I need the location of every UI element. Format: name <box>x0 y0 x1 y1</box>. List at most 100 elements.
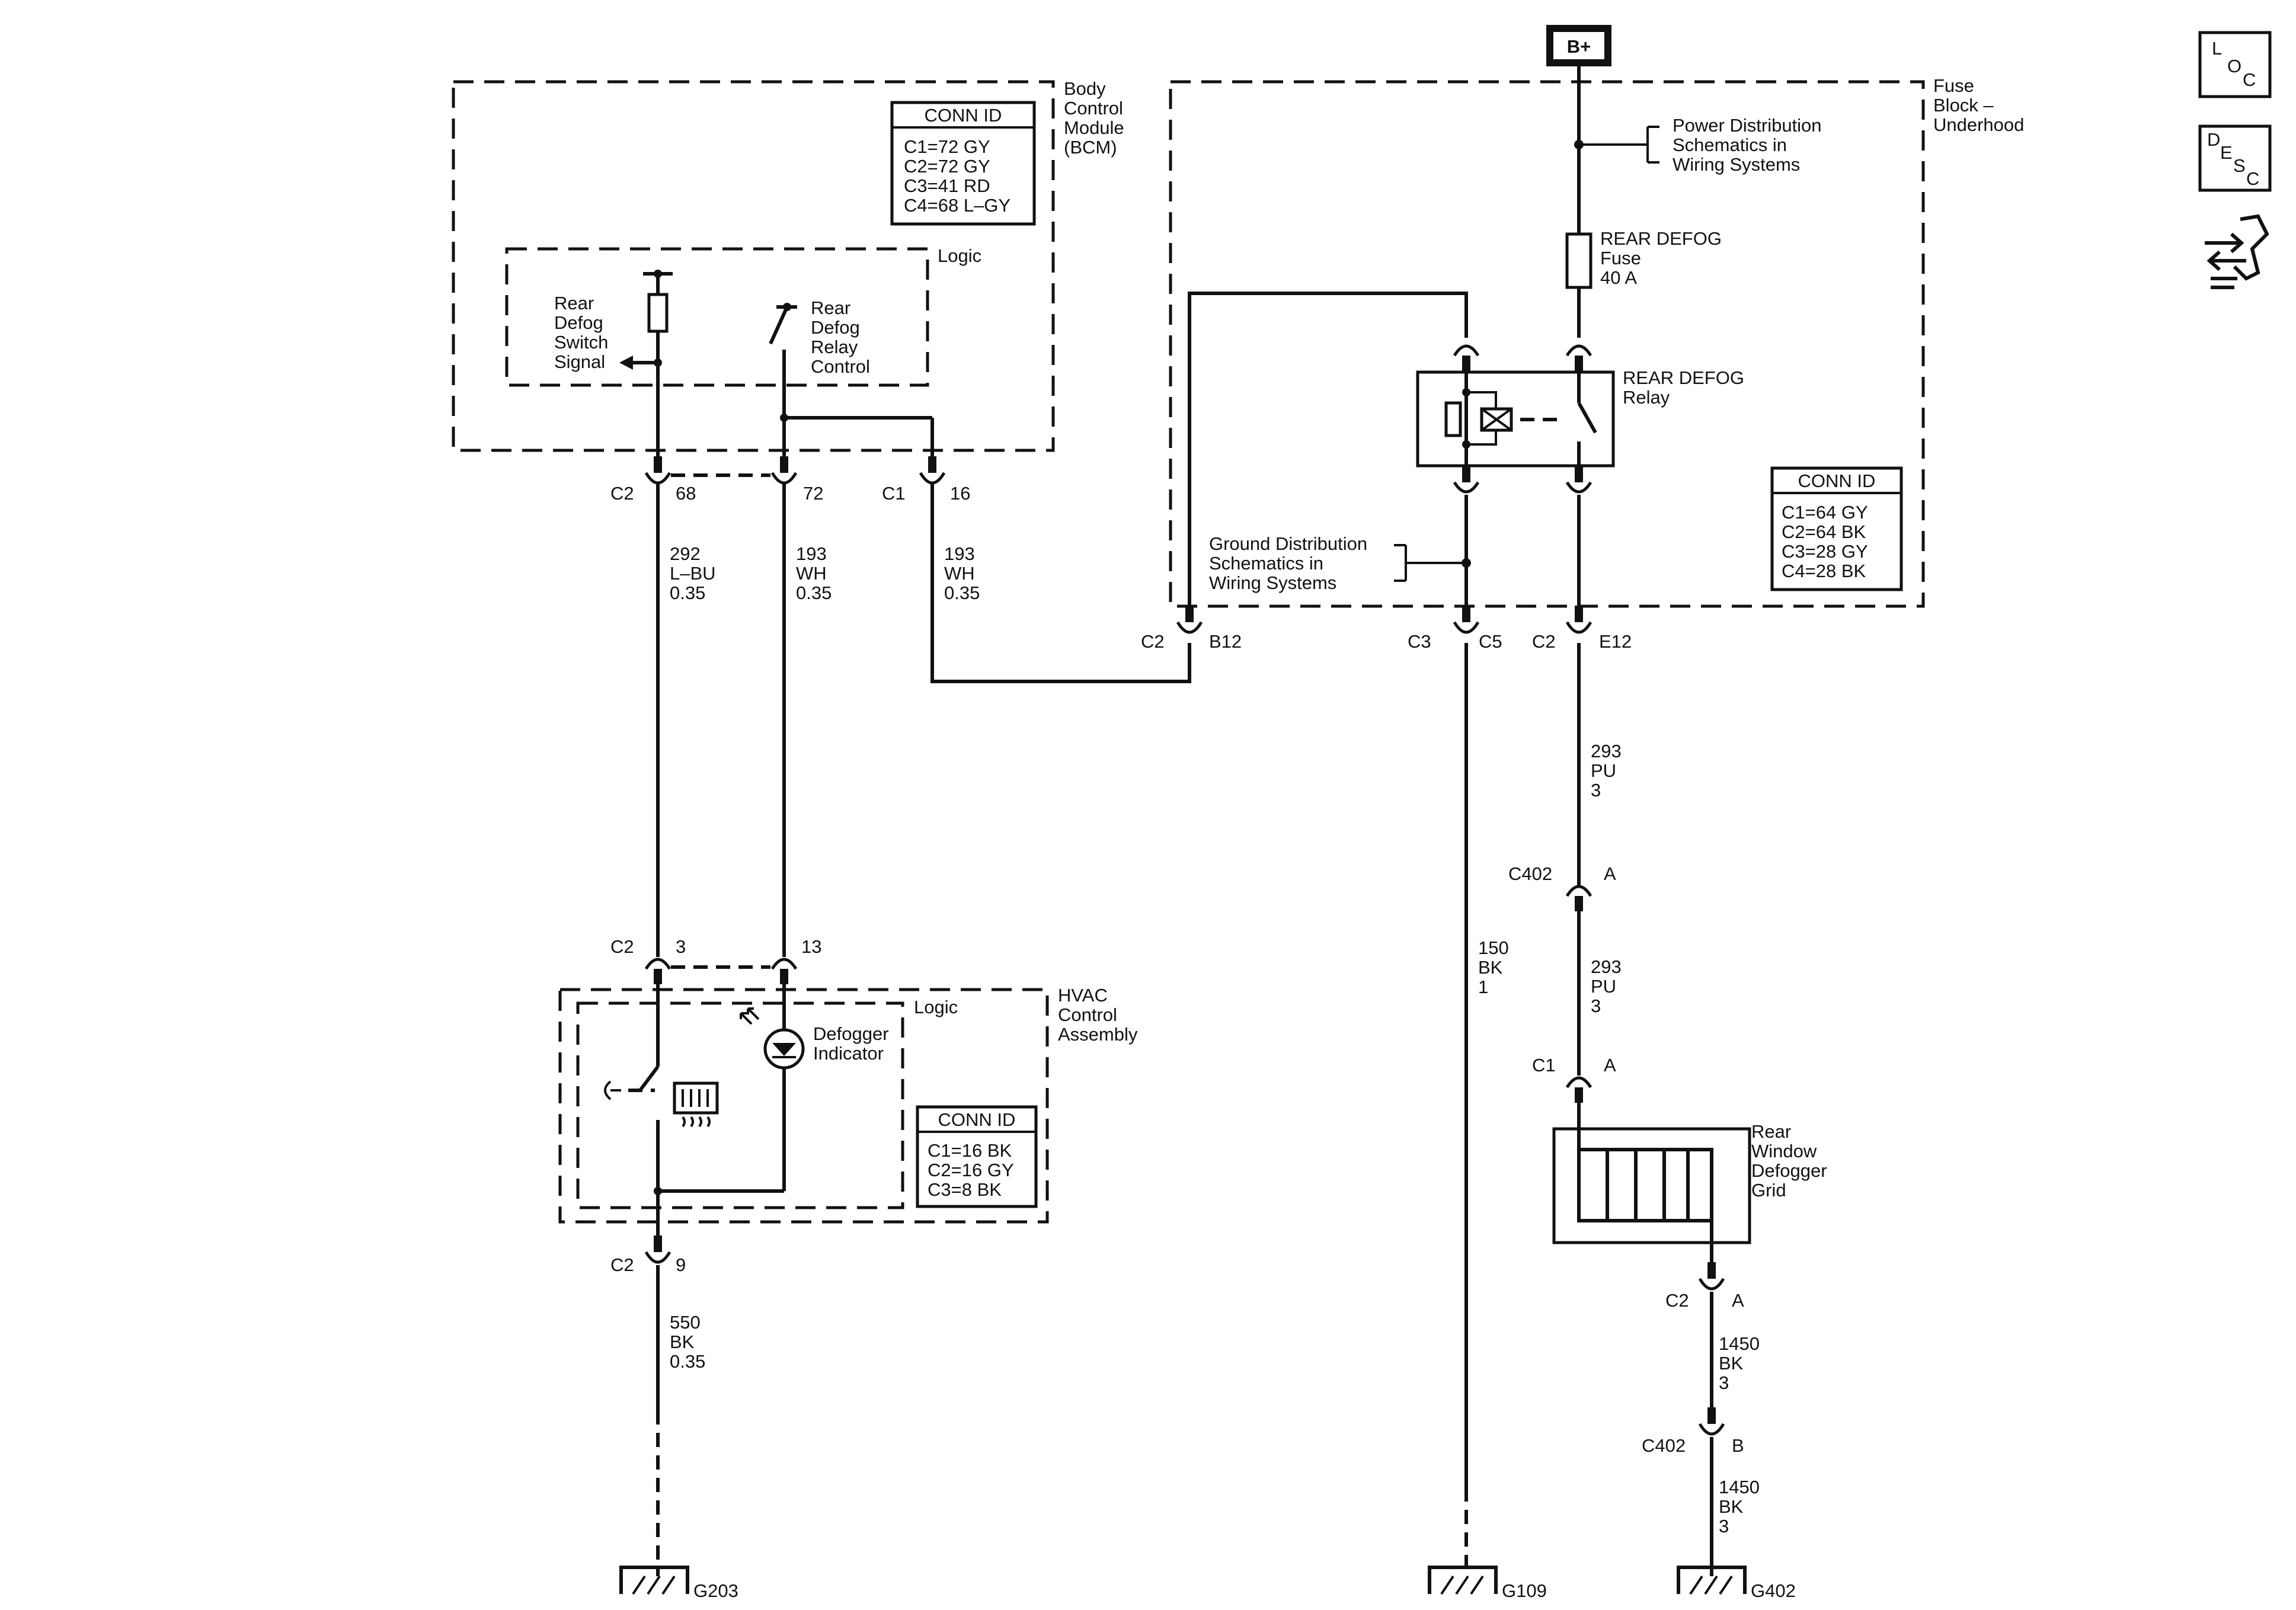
wire-550-gauge: 0.35 <box>670 1351 705 1372</box>
hvac-connector-c2-bottom: C2 9 <box>610 1235 686 1275</box>
bcm-conn-id-c4: C4=68 L–GY <box>904 195 1011 216</box>
fuse-block-underhood: Fuse Block – Underhood Power Distributio… <box>1169 66 2024 608</box>
bcm-logic-box: Logic <box>505 245 981 387</box>
fuse-block-title-3: Underhood <box>1933 114 2024 135</box>
grid-connector-c1: C1 A <box>1532 1055 1616 1103</box>
bcm-title-1: Body <box>1064 78 1106 99</box>
hvac-pin-9: 9 <box>676 1254 686 1275</box>
fuse-block-title-2: Block – <box>1933 95 1994 116</box>
grid-connector-c2: C2 A <box>1665 1262 1744 1311</box>
power-ref-line-3: Wiring Systems <box>1673 154 1800 175</box>
fuse-block-conn-id-title: CONN ID <box>1798 470 1876 491</box>
grid-label-1: Rear <box>1751 1121 1791 1142</box>
rear-defog-switch-signal: Rear Defog Switch Signal <box>554 270 673 465</box>
switch-signal-label-1: Rear <box>554 293 594 313</box>
bcm-conn-id-c3: C3=41 RD <box>904 175 990 196</box>
desc-icon[interactable]: D E S C <box>2198 124 2272 192</box>
c402-connector-a: C402 A <box>1508 863 1616 911</box>
wire-292-circuit: 292 <box>670 543 701 564</box>
fuse-block-conn-id-c1: C1=64 GY <box>1782 502 1868 523</box>
wire-1450b-gauge: 3 <box>1719 1516 1729 1537</box>
hvac-pin-13: 13 <box>801 936 821 957</box>
switch-signal-label-4: Signal <box>554 351 605 372</box>
grid-c1-pin: A <box>1604 1055 1616 1076</box>
rear-window-defogger-grid: Rear Window Defogger Grid <box>1552 1103 1827 1244</box>
fuse-block-conn-id-c4: C4=28 BK <box>1782 561 1866 581</box>
hvac-control-assembly: Logic HVAC Control Assembly <box>558 984 1138 1235</box>
wire-1450a-circuit: 1450 <box>1719 1333 1760 1354</box>
bcm-title-4: (BCM) <box>1064 137 1117 158</box>
wire-150-label: 150 BK 1 <box>1478 937 1509 997</box>
hvac-conn-id-table: CONN ID C1=16 BK C2=16 GY C3=8 BK <box>916 1105 1038 1208</box>
c402-bottom-pin: B <box>1732 1435 1744 1456</box>
relay-label-1: REAR DEFOG <box>1623 367 1744 388</box>
connector-tool-icon[interactable] <box>2205 214 2269 289</box>
c402-connector-b: C402 B <box>1642 1407 1744 1456</box>
switch-signal-label-3: Switch <box>554 332 608 353</box>
rear-defog-relay: REAR DEFOG Relay <box>1416 367 1744 468</box>
relay-control-label-3: Relay <box>811 337 858 357</box>
g109-label: G109 <box>1502 1580 1547 1601</box>
hvac-conn-id-c2: C2=16 GY <box>928 1160 1014 1180</box>
c402-top-label: C402 <box>1508 863 1552 884</box>
grid-c1-label: C1 <box>1532 1055 1556 1076</box>
grid-label-2: Window <box>1751 1141 1817 1161</box>
fuse-block-conn-id-table: CONN ID C1=64 GY C2=64 BK C3=28 GY C4=28… <box>1770 466 1903 591</box>
fb-c3-label: C3 <box>1408 631 1431 652</box>
fb-c2-right-label: C2 <box>1532 631 1556 652</box>
fuse-block-connector-c5: C3 C5 <box>1408 606 1502 652</box>
wire-1450a-gauge: 3 <box>1719 1372 1729 1393</box>
fb-e12-label: E12 <box>1599 631 1632 652</box>
fuse-block-connector-b12: C2 B12 <box>1141 606 1242 652</box>
fuse-label-1: REAR DEFOG <box>1600 228 1722 249</box>
ground-g109: G109 <box>1428 1566 1547 1601</box>
ground-g402: G402 <box>1677 1566 1796 1601</box>
g402-label: G402 <box>1751 1580 1796 1601</box>
desc-letter-c: C <box>2246 168 2259 189</box>
loc-icon[interactable]: L O C <box>2198 31 2272 98</box>
power-ref-line-1: Power Distribution <box>1673 115 1822 136</box>
bcm-conn-id-c1: C1=72 GY <box>904 136 990 157</box>
bcm-title-2: Control <box>1064 98 1123 119</box>
desc-letter-s: S <box>2233 155 2246 176</box>
fuse-block-connector-e12: C2 E12 <box>1532 606 1632 652</box>
rear-defog-switch <box>604 984 662 1235</box>
switch-signal-label-2: Defog <box>554 312 603 333</box>
g203-label: G203 <box>693 1580 738 1601</box>
indicator-label-1: Defogger <box>813 1023 889 1044</box>
fuse-label-2: Fuse <box>1600 248 1641 268</box>
wire-292-label: 292 L–BU 0.35 <box>670 543 716 603</box>
wire-550-color: BK <box>670 1331 695 1352</box>
rear-defog-fuse: REAR DEFOG Fuse 40 A <box>1565 228 1722 289</box>
bcm-conn-id-table: CONN ID C1=72 GY C2=72 GY C3=41 RD C4=68… <box>890 101 1036 226</box>
wire-150-gauge: 1 <box>1478 977 1488 997</box>
c402-top-pin: A <box>1604 863 1616 884</box>
loc-letter-l: L <box>2212 38 2222 59</box>
bcm-c1-label: C1 <box>882 483 906 504</box>
bcm-logic-label: Logic <box>938 245 981 266</box>
hvac-title-2: Control <box>1058 1004 1117 1025</box>
loc-letter-c: C <box>2243 69 2256 90</box>
hvac-title-1: HVAC <box>1058 985 1108 1006</box>
fuse-block-title-1: Fuse <box>1933 75 1974 96</box>
grid-label-4: Grid <box>1751 1180 1786 1201</box>
relay-control-label-2: Defog <box>811 317 860 338</box>
wire-150-color: BK <box>1478 957 1503 978</box>
fuse-label-3: 40 A <box>1600 267 1637 288</box>
ground-ref-line-3: Wiring Systems <box>1209 572 1336 593</box>
grid-label-3: Defogger <box>1751 1160 1827 1181</box>
wire-1450b-color: BK <box>1719 1496 1744 1517</box>
hvac-pin-3: 3 <box>676 936 686 957</box>
bcm-module: Body Control Module (BCM) CONN ID C1=72 … <box>452 78 1124 465</box>
wire-193a-circuit: 193 <box>796 543 827 564</box>
wire-293b-color: PU <box>1591 976 1616 997</box>
fuse-block-conn-id-c2: C2=64 BK <box>1782 521 1866 542</box>
rear-defrost-icon <box>673 1081 719 1128</box>
wire-193b-circuit: 193 <box>944 543 975 564</box>
relay-label-2: Relay <box>1623 387 1670 408</box>
bcm-conn-id-c2: C2=72 GY <box>904 156 990 177</box>
hvac-conn-id-title: CONN ID <box>938 1109 1016 1130</box>
wire-150-circuit: 150 <box>1478 937 1509 958</box>
grid-c2-pin: A <box>1732 1290 1744 1311</box>
